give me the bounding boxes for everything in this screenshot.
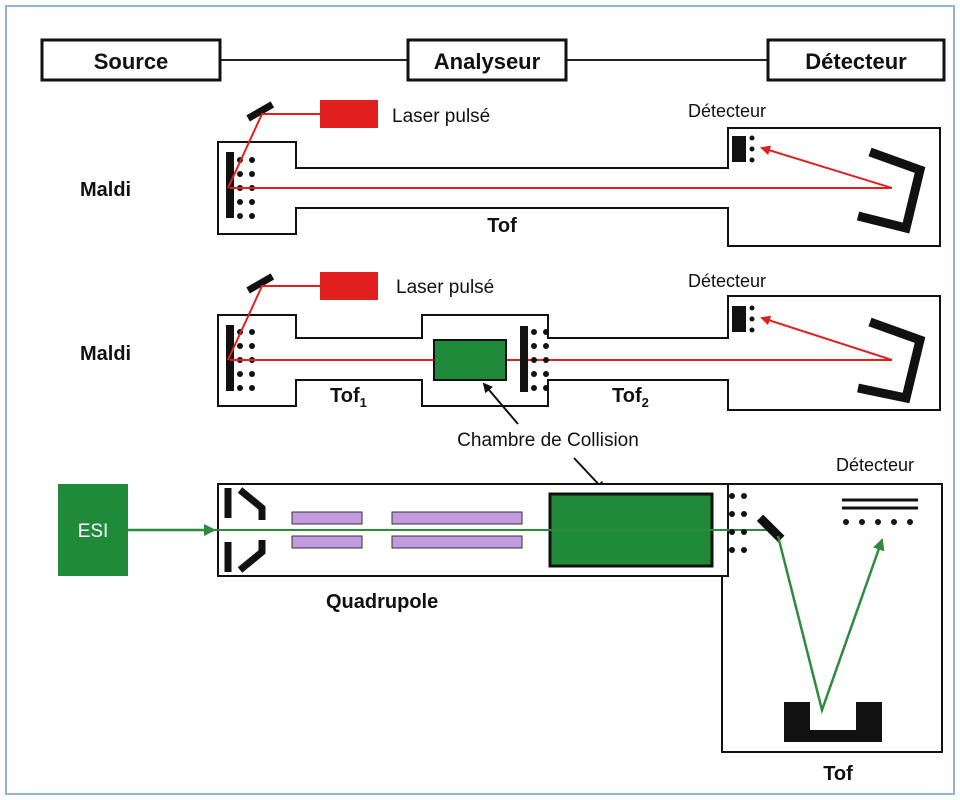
extraction-grid-3 bbox=[531, 329, 549, 391]
laser-label-1: Laser pulsé bbox=[392, 106, 490, 127]
reflectron-1 bbox=[856, 147, 926, 234]
detector-label-3: Détecteur bbox=[836, 455, 914, 475]
detector-2 bbox=[732, 306, 746, 332]
quad-rod-2a bbox=[391, 511, 523, 525]
detector-1 bbox=[732, 136, 746, 162]
diagram-maldi-tof-tof: Maldi Laser pulsé bbox=[80, 271, 941, 492]
tof1-label: Tof1 bbox=[330, 385, 367, 410]
header-source-label: Source bbox=[94, 49, 169, 74]
detector-dots-3 bbox=[843, 519, 913, 525]
header-detecteur-box bbox=[766, 38, 946, 82]
collision-chamber-label: Chambre de Collision bbox=[457, 430, 639, 451]
maldi-label-1: Maldi bbox=[80, 179, 131, 201]
detector-dots-2 bbox=[749, 305, 755, 333]
detector-label-1: Détecteur bbox=[688, 101, 766, 121]
quad-rod-2b bbox=[391, 535, 523, 549]
header-detecteur-label: Détecteur bbox=[805, 49, 907, 74]
maldi-label-2: Maldi bbox=[80, 343, 131, 365]
header-analyseur-label: Analyseur bbox=[434, 49, 541, 74]
tof-tube-outline-2 bbox=[217, 295, 941, 411]
reflectron-3 bbox=[784, 702, 882, 742]
tof-label-3: Tof bbox=[823, 763, 853, 785]
extraction-grid-2 bbox=[237, 329, 255, 391]
reflected-beam-1 bbox=[760, 145, 893, 189]
pulsed-laser-2 bbox=[320, 272, 378, 300]
detector-label-2: Détecteur bbox=[688, 271, 766, 291]
collision-pointer-up bbox=[482, 382, 519, 425]
laser-beam-1 bbox=[227, 113, 320, 189]
tof-label-1: Tof bbox=[487, 215, 517, 237]
tof2-plate bbox=[520, 326, 528, 392]
pusher-grid bbox=[729, 493, 747, 553]
detector-dots-1 bbox=[749, 135, 755, 163]
esi-label: ESI bbox=[78, 521, 109, 542]
quad-rod-1b bbox=[291, 535, 363, 549]
skimmer-top bbox=[224, 487, 266, 520]
laser-label-2: Laser pulsé bbox=[396, 277, 494, 298]
reflected-beam-2 bbox=[760, 315, 893, 361]
diagram-esi-qtof: ESI bbox=[58, 455, 943, 785]
pusher-plate bbox=[756, 514, 785, 543]
header-source-box bbox=[40, 38, 222, 82]
reflectron-2 bbox=[857, 317, 926, 404]
quadrupole-label: Quadrupole bbox=[326, 591, 438, 613]
tof2-label: Tof2 bbox=[612, 385, 649, 410]
quad-rod-1a bbox=[291, 511, 363, 525]
pulsed-laser-1 bbox=[320, 100, 378, 128]
esi-source bbox=[58, 484, 128, 576]
header-row: Source Analyseur Détecteur bbox=[40, 38, 946, 82]
collision-chamber bbox=[433, 339, 507, 381]
laser-beam-2 bbox=[227, 285, 320, 361]
tof-flight-path bbox=[776, 535, 885, 715]
header-analyseur-box bbox=[406, 38, 568, 82]
laser-mirror-2 bbox=[246, 273, 275, 294]
diagram-maldi-tof: Maldi Laser pulsé Détecteur Tof bbox=[80, 100, 941, 247]
tof-chamber-outline bbox=[721, 483, 943, 753]
laser-mirror-1 bbox=[246, 101, 275, 122]
skimmer-bottom bbox=[224, 540, 266, 573]
